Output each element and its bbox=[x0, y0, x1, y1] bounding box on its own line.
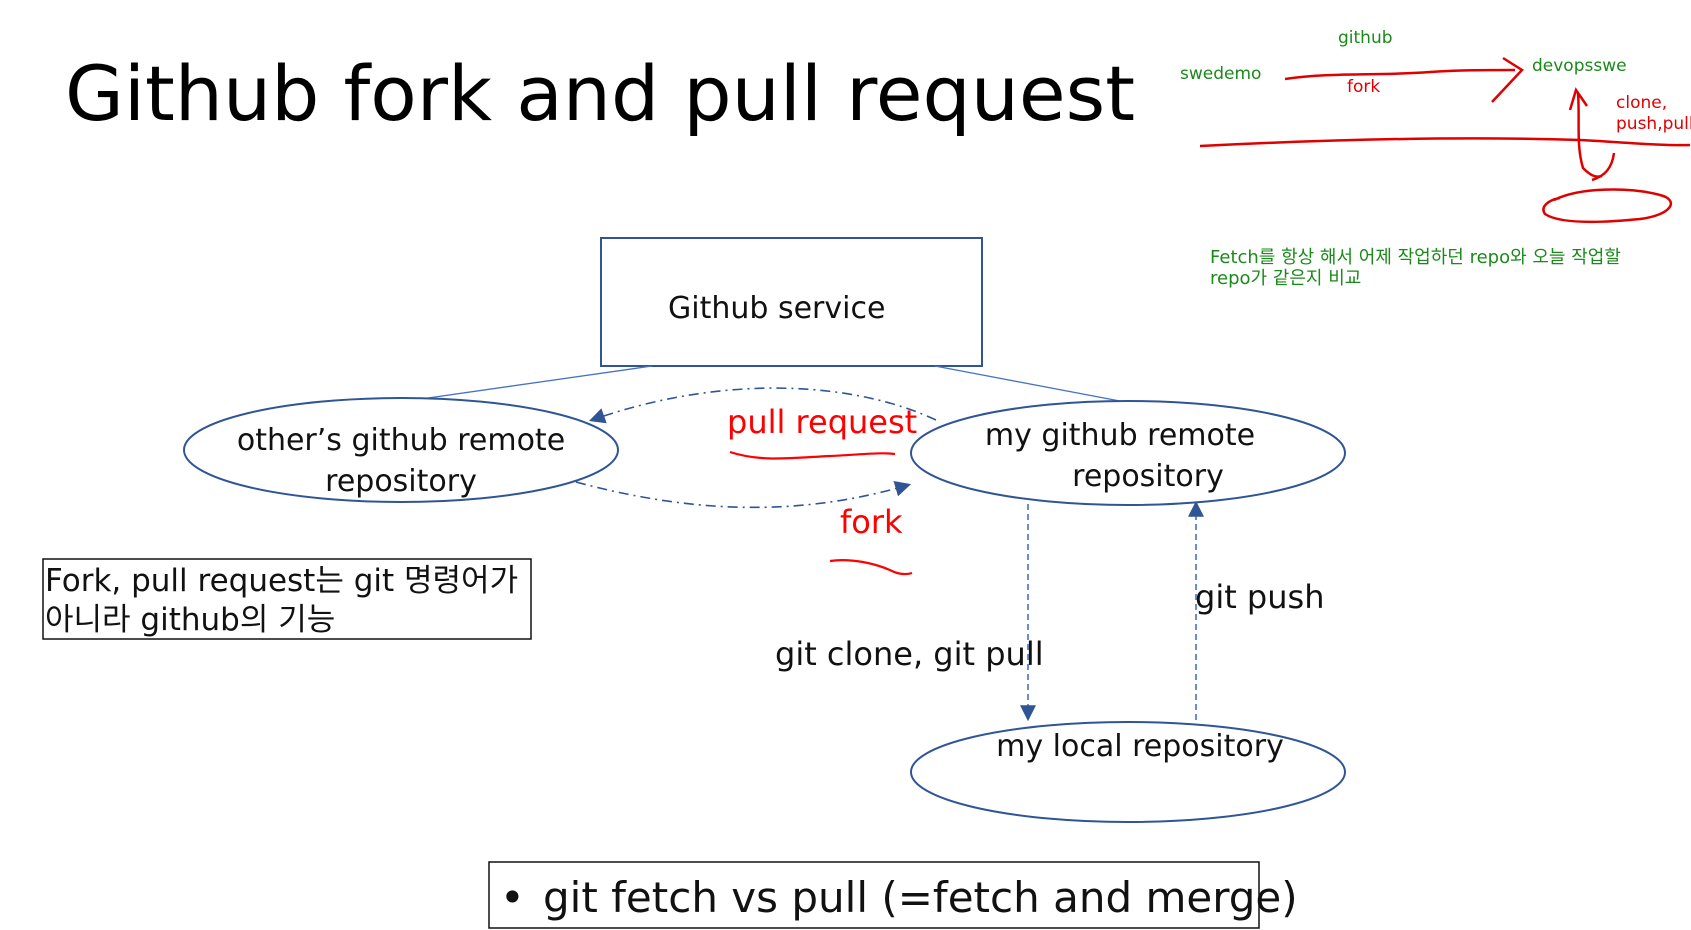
anno-local-scribble bbox=[1542, 188, 1673, 224]
my-repo-ellipse bbox=[910, 400, 1346, 506]
fork-label: fork bbox=[840, 503, 903, 541]
pull-request-underline bbox=[729, 450, 896, 460]
pull-request-arrow bbox=[588, 387, 937, 424]
local-repo-ellipse bbox=[910, 721, 1346, 823]
bottom-bullet: • bbox=[500, 873, 525, 922]
anno-github: github bbox=[1338, 28, 1393, 48]
anno-clone-line1: clone, bbox=[1616, 93, 1667, 113]
anno-divider-stroke bbox=[1199, 137, 1691, 148]
note-box bbox=[42, 558, 532, 640]
others-repo-label-line1: other’s github remote bbox=[237, 423, 565, 458]
github-service-box bbox=[600, 237, 983, 367]
push-label: git push bbox=[1195, 578, 1324, 616]
pull-request-label: pull request bbox=[727, 403, 917, 441]
anno-clone-arrowhead bbox=[1568, 87, 1589, 111]
anno-fork: fork bbox=[1347, 77, 1380, 97]
anno-fetch-line2: repo가 같은지 비교 bbox=[1210, 268, 1361, 289]
service-to-others-line bbox=[399, 365, 653, 403]
note-line1: Fork, pull request는 git 명령어가 bbox=[45, 563, 518, 599]
others-repo-ellipse bbox=[183, 397, 619, 503]
others-repo-label-line2: repository bbox=[325, 464, 477, 499]
local-repo-label: my local repository bbox=[996, 729, 1284, 764]
fork-arrow bbox=[575, 480, 912, 509]
bottom-bullet-box bbox=[488, 861, 1260, 929]
github-service-label: Github service bbox=[668, 291, 885, 326]
anno-fork-arrowhead bbox=[1491, 56, 1524, 103]
anno-clone-line2: push,pull bbox=[1616, 114, 1691, 134]
bottom-text: git fetch vs pull (=fetch and merge) bbox=[543, 873, 1298, 922]
clone-pull-label: git clone, git pull bbox=[775, 635, 1044, 673]
anno-devopsswe: devopsswe bbox=[1532, 56, 1627, 76]
service-to-mine-line bbox=[934, 365, 1126, 403]
anno-fetch-line1: Fetch를 항상 해서 어제 작업하던 repo와 오늘 작업할 bbox=[1210, 247, 1621, 268]
anno-clone-stroke bbox=[1576, 92, 1603, 178]
fork-underline bbox=[829, 559, 913, 576]
my-repo-label-line2: repository bbox=[1072, 459, 1224, 494]
anno-swedemo: swedemo bbox=[1180, 64, 1261, 84]
anno-clone-hook bbox=[1591, 152, 1616, 182]
note-line2: 아니라 github의 기능 bbox=[45, 602, 335, 638]
my-repo-label-line1: my github remote bbox=[985, 418, 1255, 453]
slide-title: Github fork and pull request bbox=[65, 49, 1135, 138]
anno-fork-arrow-line bbox=[1284, 68, 1516, 81]
